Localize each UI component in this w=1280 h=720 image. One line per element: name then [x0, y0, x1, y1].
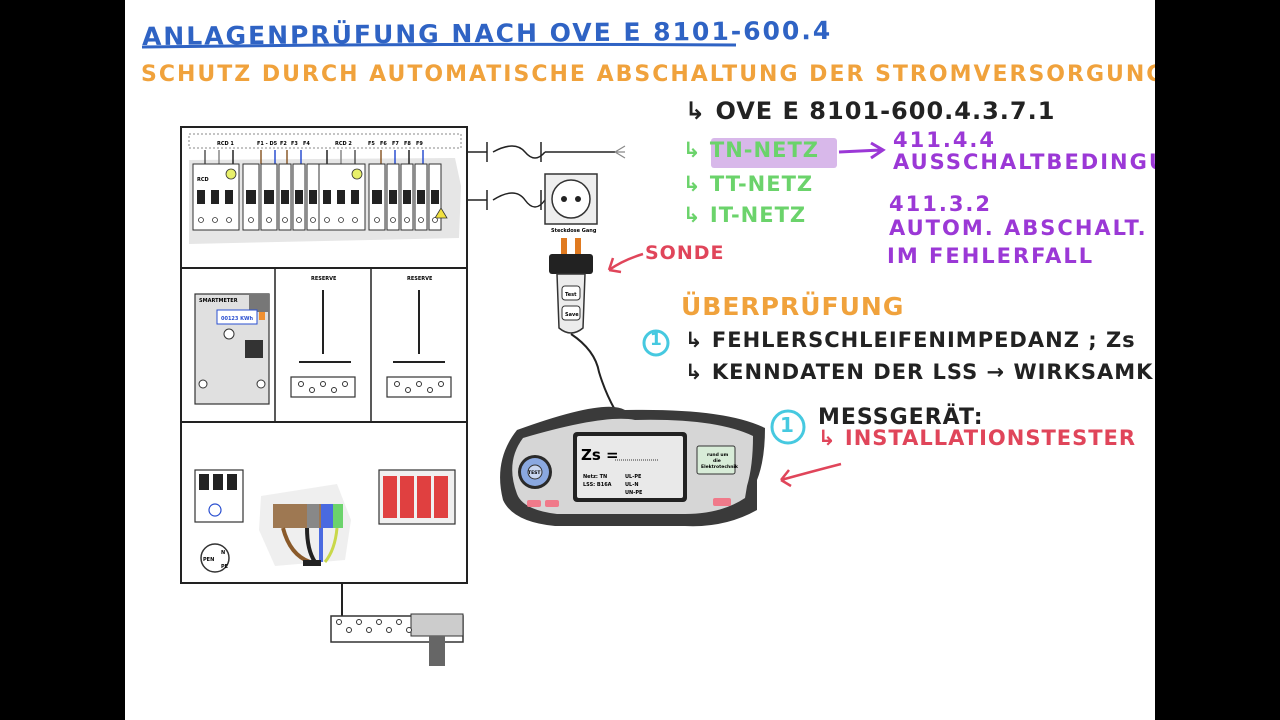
meter-reading: 00123 KWh [221, 316, 254, 322]
network-tt: ↳ TT-NETZ [683, 172, 814, 196]
probe-arrow-icon [607, 252, 644, 274]
tester-nav-test: TEST [528, 470, 541, 476]
clause-411-4-4-number: 411.4.4 [893, 128, 997, 152]
tester-brand-3: Elektrotechnik [701, 464, 739, 470]
tester-u-ln: UL-N [625, 482, 639, 488]
standard-reference: ↳ OVE E 8101-600.4.3.7.1 [685, 97, 1056, 125]
check-item-lss-data: ↳ KENNDATEN DER LSS → WIRKSAMKEIT [685, 360, 1155, 384]
tn-network-highlight [711, 138, 837, 168]
label-f2: F2 [280, 141, 287, 147]
meter-heading: MESSGERÄT: [818, 405, 984, 430]
reserve-terminal-screw [342, 381, 348, 387]
meter-step-badge [770, 409, 806, 445]
label-f9: F9 [416, 141, 423, 147]
tn-arrow-icon [838, 141, 886, 160]
check-item-loop-impedance: ↳ FEHLERSCHLEIFENIMPEDANZ ; Zs [685, 328, 1136, 352]
probe-save-button: Save [565, 312, 579, 318]
tester-brand-2: die [713, 458, 721, 464]
whiteboard-canvas: ANLAGENPRÜFUNG NACH OVE E 8101-600.4 SCH… [125, 0, 1155, 720]
smartmeter-label: SMARTMETER [199, 298, 238, 304]
reserve-label-2: RESERVE [407, 276, 433, 282]
pe-label: PE [221, 564, 229, 570]
socket-label: Steckdose Gang [551, 228, 597, 234]
reserve-terminal-screw [394, 381, 400, 387]
check-step-badge [642, 329, 670, 357]
probe-body [556, 273, 586, 334]
label-f6: F6 [380, 141, 387, 147]
label-rcd1: RCD 1 [217, 141, 234, 147]
meter-step-number: 1 [780, 413, 795, 437]
reserve-terminal-screw [427, 387, 433, 393]
grounding-rail-screw [396, 619, 402, 625]
pen-symbol [200, 543, 230, 573]
grounding-rail-screw [336, 619, 342, 625]
distribution-diagram: RCD 1 F1 - D5 F2 F3 F4 RCD 2 F5 F6 F7 F8… [180, 126, 765, 666]
reserve-terminal-screw [416, 381, 422, 387]
pen-label: PEN [203, 557, 214, 563]
reserve-terminal-screw [320, 381, 326, 387]
clause-411-3-2-line1: AUTOM. ABSCHALT. [889, 216, 1148, 240]
label-f3: F3 [291, 141, 298, 147]
reserve-terminal-screw [309, 387, 315, 393]
label-f8: F8 [404, 141, 411, 147]
grounding-rail-screw [346, 627, 352, 633]
reserve-terminal-screw [438, 381, 444, 387]
clause-411-3-2-line2: IM FEHLERFALL [887, 244, 1095, 268]
check-step-number: 1 [650, 330, 663, 350]
tester-brand-1: rund um [707, 452, 729, 458]
check-heading: ÜBERPRÜFUNG [681, 292, 905, 321]
meter-arrow-icon [780, 462, 842, 488]
grounding-rail-screw [386, 627, 392, 633]
grounding-rail-screw [356, 619, 362, 625]
n-label: N [221, 550, 225, 556]
label-rcd2: RCD 2 [335, 141, 352, 147]
reserve-terminal-screw [331, 387, 337, 393]
clause-411-4-4-text: AUSSCHALTBEDINGUNG [893, 150, 1155, 174]
label-f1-d5: F1 - D5 [257, 141, 278, 147]
rcd-small-label: RCD [197, 177, 209, 183]
label-f7: F7 [392, 141, 399, 147]
tester-zs-label: Zs = [581, 446, 619, 464]
grounding-rail-screw [376, 619, 382, 625]
grounding-rail-screw [406, 627, 412, 633]
probe-label: SONDE [645, 242, 725, 264]
clause-411-3-2-number: 411.3.2 [889, 192, 993, 216]
meter-type: ↳ INSTALLATIONSTESTER [818, 426, 1137, 450]
label-f5: F5 [368, 141, 375, 147]
reserve-terminal-screw [298, 381, 304, 387]
tester-netz: Netz: TN [583, 474, 607, 480]
network-tn: ↳ TN-NETZ [683, 138, 819, 162]
reserve-terminal-screw [405, 387, 411, 393]
tester-u-npe: UN-PE [625, 490, 643, 496]
grounding-rail-screw [366, 627, 372, 633]
page-subtitle: SCHUTZ DURCH AUTOMATISCHE ABSCHALTUNG DE… [141, 62, 1155, 87]
tester-u-lpe: UL-PE [625, 474, 642, 480]
reserve-label-1: RESERVE [311, 276, 337, 282]
network-it: ↳ IT-NETZ [683, 203, 807, 227]
probe-test-button: Test [565, 292, 577, 298]
tester-lss: LSS: B16A [583, 482, 612, 488]
label-f4: F4 [303, 141, 310, 147]
title-underline [141, 42, 737, 49]
